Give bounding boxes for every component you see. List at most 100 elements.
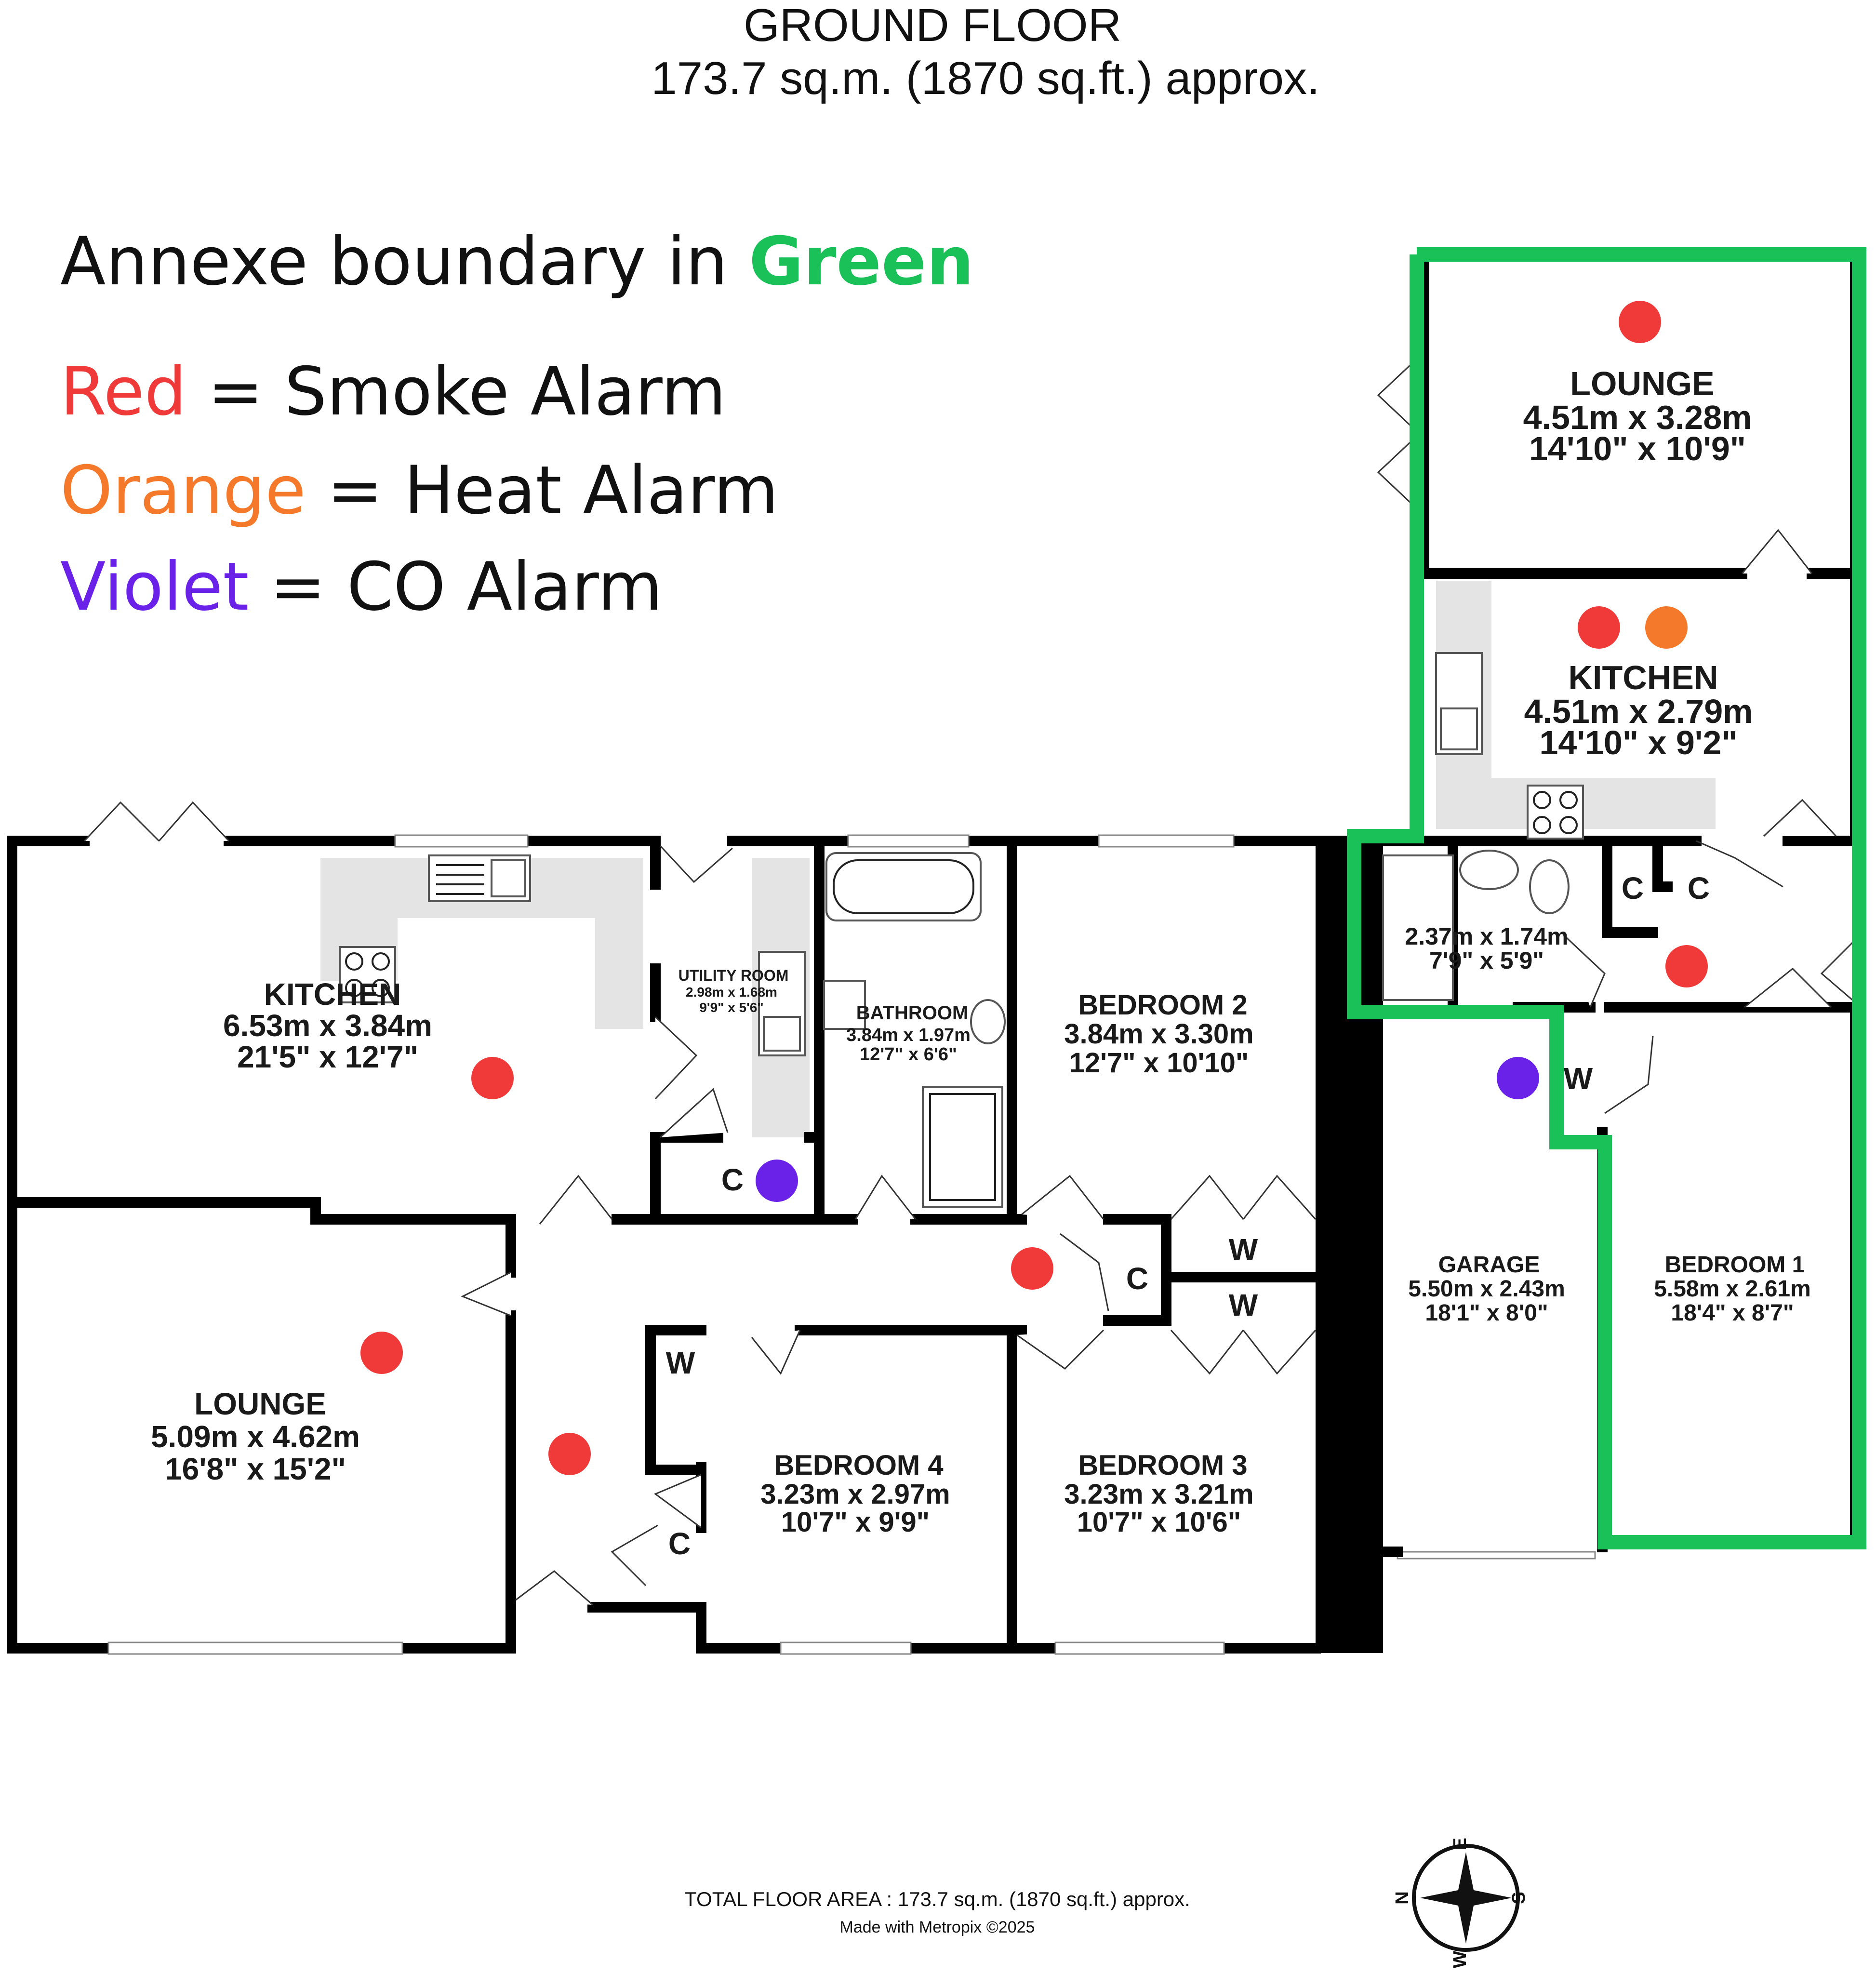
cupboard-label: C: [1622, 871, 1644, 906]
wardrobe-label: W: [1564, 1061, 1593, 1096]
room-metric: 4.51m x 3.28m: [1523, 399, 1752, 436]
room-metric: 5.58m x 2.61m: [1654, 1276, 1811, 1302]
compass: N E S W: [1392, 1838, 1529, 1968]
cupboard-label: C: [721, 1162, 744, 1197]
room-imperial: 9'9" x 5'6": [699, 1000, 763, 1015]
shower-icon: [922, 1086, 1003, 1208]
main-house-walls: [7, 836, 1383, 1654]
wardrobe-label: W: [666, 1346, 695, 1380]
compass-s: S: [1509, 1892, 1529, 1904]
room-imperial: 18'1" x 8'0": [1425, 1300, 1548, 1326]
smoke-alarm-icon: [1619, 301, 1661, 343]
room-name: BEDROOM 2: [1078, 989, 1247, 1021]
room-annexe-kitchen: KITCHEN 4.51m x 2.79m 14'10" x 9'2": [1524, 659, 1753, 761]
room-name: KITCHEN: [1568, 659, 1718, 696]
room-imperial: 10'7" x 10'6": [1077, 1507, 1241, 1538]
room-imperial: 21'5" x 12'7": [237, 1040, 418, 1074]
room-metric: 5.09m x 4.62m: [151, 1419, 360, 1454]
room-imperial: 12'7" x 6'6": [860, 1044, 957, 1065]
room-metric: 3.84m x 1.97m: [846, 1025, 971, 1045]
room-bedroom3: BEDROOM 3 3.23m x 3.21m 10'7" x 10'6": [1064, 1450, 1253, 1538]
floor-area: 173.7 sq.m. (1870 sq.ft.) approx.: [651, 53, 1319, 104]
room-name: KITCHEN: [264, 977, 401, 1012]
room-name: LOUNGE: [194, 1387, 326, 1421]
legend-heat-text: = Heat Alarm: [306, 452, 779, 529]
legend-smoke: Red = Smoke Alarm: [60, 353, 726, 430]
smoke-alarm-icon: [1011, 1247, 1053, 1290]
storage-labels: C C C C C W W W W: [666, 871, 1710, 1561]
total-floor-area: TOTAL FLOOR AREA : 173.7 sq.m. (1870 sq.…: [684, 1888, 1190, 1910]
room-metric: 3.23m x 2.97m: [760, 1479, 950, 1510]
legend-heat: Orange = Heat Alarm: [60, 452, 779, 529]
room-metric: 2.37m x 1.74m: [1405, 923, 1568, 950]
legend-red-word: Red: [60, 353, 186, 430]
room-bedroom4: BEDROOM 4 3.23m x 2.97m 10'7" x 9'9": [760, 1450, 950, 1538]
legend-smoke-text: = Smoke Alarm: [186, 353, 726, 430]
legend-violet-word: Violet: [60, 548, 249, 626]
bath-icon: [825, 852, 982, 921]
co-alarms: [756, 1057, 1539, 1202]
legend-annexe-prefix: Annexe boundary in: [60, 223, 749, 300]
wardrobe-label: W: [1229, 1232, 1258, 1267]
smoke-alarm-icon: [548, 1433, 591, 1475]
annexe-toilet-icon: [1529, 859, 1570, 914]
room-metric: 3.84m x 3.30m: [1064, 1018, 1253, 1050]
co-alarm-icon: [756, 1160, 798, 1202]
wardrobe-label: W: [1229, 1288, 1258, 1322]
room-name: BEDROOM 1: [1665, 1252, 1805, 1278]
legend-annexe: Annexe boundary in Green: [60, 223, 974, 300]
room-imperial: 14'10" x 10'9": [1529, 430, 1746, 467]
smoke-alarms: [360, 301, 1708, 1475]
room-garage: GARAGE 5.50m x 2.43m 18'1" x 8'0": [1408, 1252, 1565, 1326]
smoke-alarm-icon: [360, 1332, 403, 1374]
heat-alarm-icon: [1645, 606, 1688, 649]
room-name: BEDROOM 4: [774, 1450, 943, 1481]
room-shower: 2.37m x 1.74m 7'9" x 5'9": [1405, 923, 1568, 974]
room-imperial: 10'7" x 9'9": [781, 1507, 930, 1538]
toilet-icon: [970, 999, 1006, 1044]
compass-ring: [1412, 1844, 1520, 1952]
legend-orange-word: Orange: [60, 452, 306, 529]
windows: [107, 834, 1596, 1655]
smoke-alarm-icon: [1578, 606, 1620, 649]
room-utility: UTILITY ROOM 2.98m x 1.68m 9'9" x 5'6": [679, 967, 789, 1015]
compass-n: N: [1392, 1891, 1412, 1904]
room-lounge: LOUNGE 5.09m x 4.62m 16'8" x 15'2": [151, 1387, 360, 1486]
legend-co-text: = CO Alarm: [249, 548, 663, 626]
room-imperial: 18'4" x 8'7": [1671, 1300, 1794, 1326]
room-name: BATHROOM: [856, 1002, 969, 1024]
room-imperial: 16'8" x 15'2": [165, 1452, 346, 1486]
compass-e: E: [1450, 1838, 1470, 1850]
annexe-basin-icon: [1459, 850, 1519, 890]
compass-w: W: [1450, 1951, 1470, 1968]
room-name: GARAGE: [1438, 1252, 1540, 1278]
legend-co: Violet = CO Alarm: [60, 548, 663, 626]
co-alarm-icon: [1497, 1057, 1539, 1099]
compass-star-icon: [1420, 1852, 1512, 1944]
credit: Made with Metropix ©2025: [840, 1918, 1035, 1936]
room-name: UTILITY ROOM: [679, 967, 789, 984]
room-metric: 2.98m x 1.68m: [686, 985, 777, 1000]
room-imperial: 14'10" x 9'2": [1539, 724, 1737, 761]
room-metric: 4.51m x 2.79m: [1524, 693, 1753, 730]
room-bathroom: BATHROOM 3.84m x 1.97m 12'7" x 6'6": [846, 1002, 971, 1065]
floor-title: GROUND FLOOR: [744, 0, 1121, 51]
fixtures: [339, 652, 1584, 1208]
room-bedroom1: BEDROOM 1 5.58m x 2.61m 18'4" x 8'7": [1654, 1252, 1811, 1326]
legend-green-word: Green: [749, 223, 974, 300]
annexe-shower-icon: [1382, 854, 1454, 1001]
cupboard-label: C: [668, 1526, 691, 1561]
smoke-alarm-icon: [471, 1057, 514, 1099]
basin-icon: [823, 980, 866, 1030]
room-imperial: 7'9" x 5'9": [1429, 947, 1544, 974]
cupboard-label: C: [1126, 1261, 1148, 1296]
annexe-boundary: [1347, 247, 1866, 1549]
room-name: BEDROOM 3: [1078, 1450, 1247, 1481]
smoke-alarm-icon: [1665, 945, 1708, 987]
doors: [83, 356, 1856, 1606]
room-bedroom2: BEDROOM 2 3.84m x 3.30m 12'7" x 10'10": [1064, 989, 1253, 1079]
room-annexe-lounge: LOUNGE 4.51m x 3.28m 14'10" x 10'9": [1523, 365, 1752, 467]
room-metric: 6.53m x 3.84m: [223, 1008, 432, 1043]
room-imperial: 12'7" x 10'10": [1069, 1047, 1249, 1079]
room-name: LOUNGE: [1570, 365, 1714, 402]
